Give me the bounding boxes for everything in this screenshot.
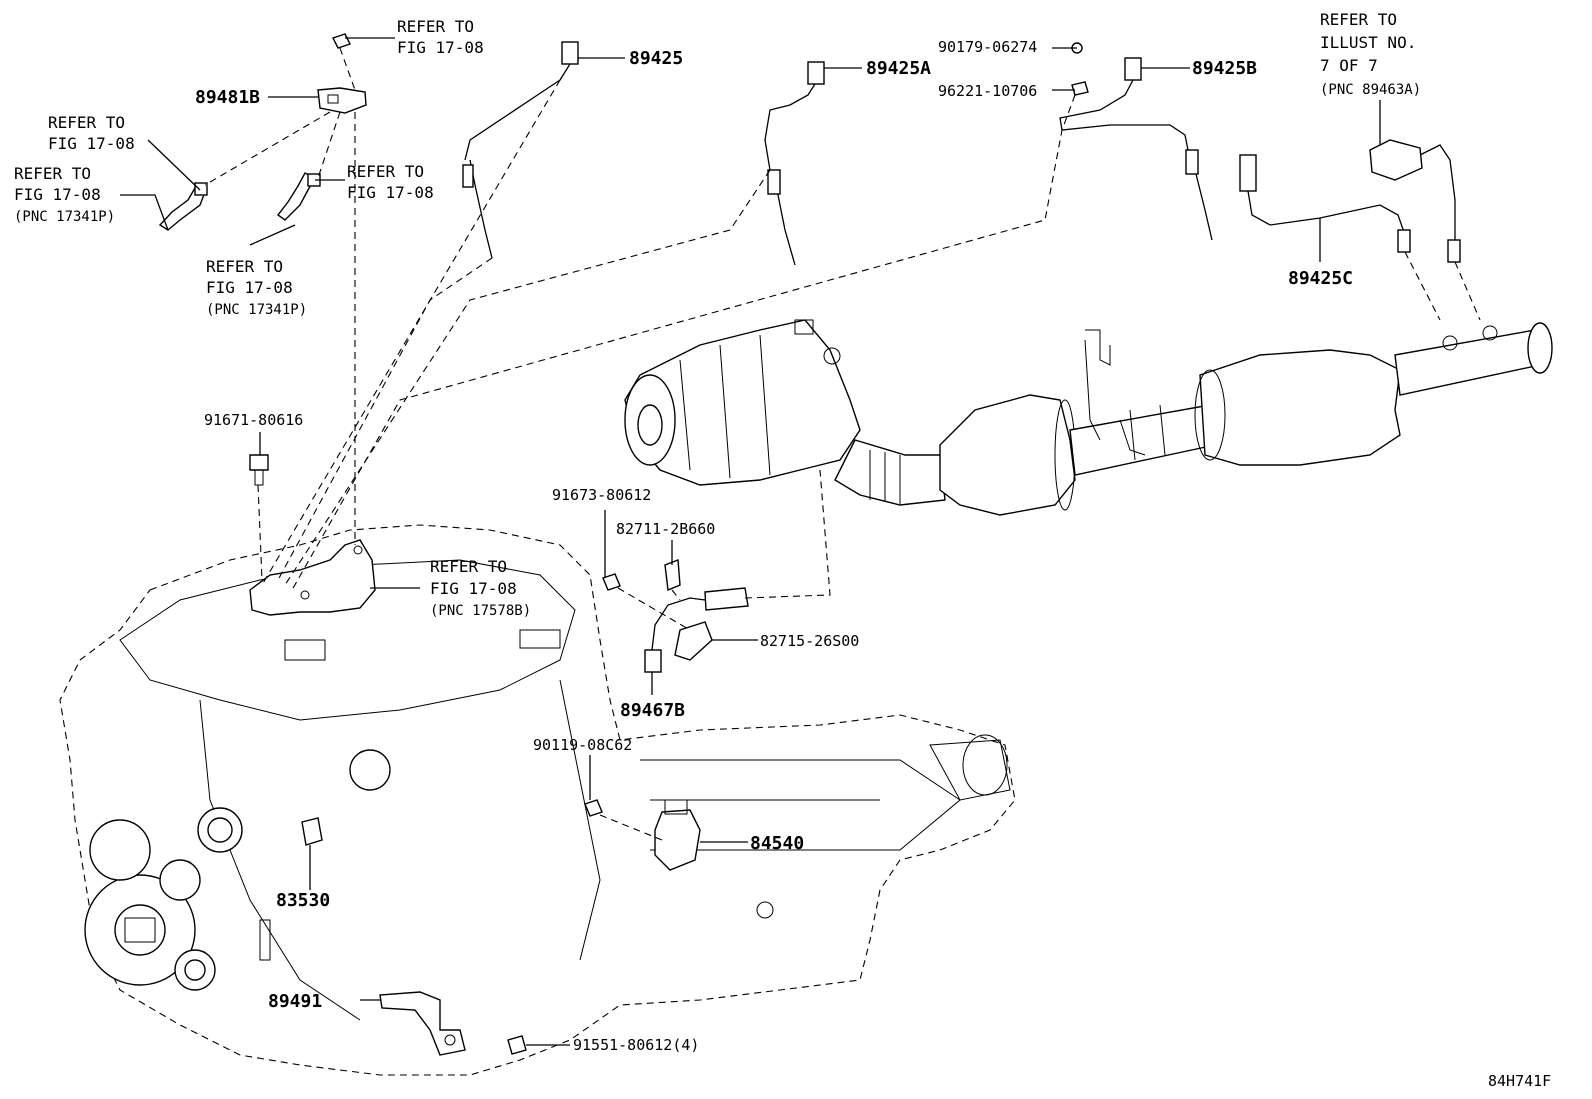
heat-shield-bracket bbox=[249, 539, 376, 616]
diagram-id: 84H741F bbox=[1488, 1072, 1551, 1090]
neutral-switch-84540 bbox=[654, 799, 701, 871]
exhaust-system bbox=[624, 319, 1553, 516]
refer-label-engine: REFER TO bbox=[430, 557, 507, 576]
clamp-82711-icon bbox=[664, 559, 681, 592]
pressure-sensor-89481b bbox=[317, 87, 367, 114]
labels: REFER TO FIG 17-08 89481B REFER TO FIG 1… bbox=[14, 10, 1551, 1090]
vacuum-hose-left bbox=[158, 172, 321, 231]
leader-lines bbox=[120, 37, 1381, 1046]
part-90179: 90179-06274 bbox=[938, 38, 1037, 56]
refer-label-mid-1: REFER TO bbox=[347, 162, 424, 181]
refer-label-left-1: REFER TO bbox=[48, 113, 125, 132]
bolt-91673-icon bbox=[602, 573, 621, 591]
bolt-icon bbox=[332, 33, 351, 49]
part-90119: 90119-08C62 bbox=[533, 736, 632, 754]
part-83530: 83530 bbox=[276, 890, 330, 911]
refer-fig-top-1: FIG 17-08 bbox=[397, 38, 484, 57]
connection-lines bbox=[204, 47, 1481, 841]
refer-pnc-17578b: (PNC 17578B) bbox=[430, 603, 531, 619]
part-84540: 84540 bbox=[750, 833, 804, 854]
part-91551: 91551-80612(4) bbox=[573, 1036, 699, 1054]
part-89425a: 89425A bbox=[866, 58, 931, 79]
oil-pressure-switch-83530 bbox=[301, 817, 323, 846]
part-89425c: 89425C bbox=[1288, 268, 1353, 289]
refer-label-left-2: REFER TO bbox=[14, 164, 91, 183]
refer-fig-left-1: FIG 17-08 bbox=[48, 134, 135, 153]
part-82715: 82715-26S00 bbox=[760, 632, 859, 650]
refer-fig-left-2: FIG 17-08 bbox=[14, 185, 101, 204]
refer-pnc-mid-2: (PNC 17341P) bbox=[206, 302, 307, 318]
refer-pnc-89463a: (PNC 89463A) bbox=[1320, 82, 1421, 98]
crank-sensor-89491 bbox=[379, 991, 466, 1056]
refer-illust-no: ILLUST NO. bbox=[1320, 33, 1416, 52]
part-96221: 96221-10706 bbox=[938, 82, 1037, 100]
oxygen-sensor-89467b bbox=[644, 587, 749, 673]
bolt-90119-icon bbox=[584, 799, 603, 817]
exhaust-temp-sensor-89425a bbox=[764, 61, 825, 266]
part-82711: 82711-2B660 bbox=[616, 520, 715, 538]
exhaust-temp-sensor-89425 bbox=[462, 41, 579, 259]
engine-transmission-assembly bbox=[59, 524, 1016, 1076]
part-89467b: 89467B bbox=[620, 700, 685, 721]
refer-fig-mid-2: FIG 17-08 bbox=[206, 278, 293, 297]
exhaust-temp-sensor-89425b bbox=[1059, 42, 1213, 241]
part-91673: 91673-80612 bbox=[552, 486, 651, 504]
part-89491: 89491 bbox=[268, 991, 322, 1012]
bolt-91551-icon bbox=[507, 1035, 527, 1055]
refer-fig-engine: FIG 17-08 bbox=[430, 579, 517, 598]
refer-label-top-1: REFER TO bbox=[397, 17, 474, 36]
bolt-91671-icon bbox=[249, 454, 269, 486]
refer-pnc-left-2: (PNC 17341P) bbox=[14, 209, 115, 225]
refer-seven-of-seven: 7 OF 7 bbox=[1320, 56, 1378, 75]
refer-label-right: REFER TO bbox=[1320, 10, 1397, 29]
refer-label-mid-2: REFER TO bbox=[206, 257, 283, 276]
part-89481b: 89481B bbox=[195, 87, 260, 108]
exhaust-temp-sensor-89425c bbox=[1239, 139, 1461, 263]
refer-fig-mid-1: FIG 17-08 bbox=[347, 183, 434, 202]
part-89425: 89425 bbox=[629, 48, 683, 69]
part-91671: 91671-80616 bbox=[204, 411, 303, 429]
part-89425b: 89425B bbox=[1192, 58, 1257, 79]
